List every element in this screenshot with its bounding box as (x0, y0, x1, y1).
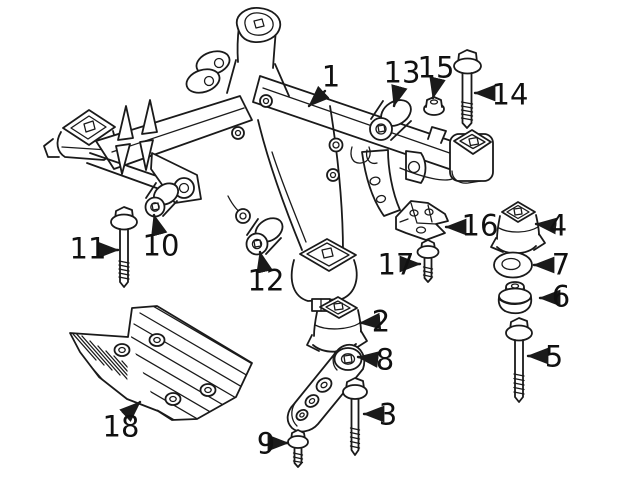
part-14-bolt (453, 49, 482, 129)
callout-label-3: 3 (378, 397, 398, 432)
part-4-bushing (490, 201, 546, 255)
callout-label-1: 1 (321, 59, 341, 94)
callout-label-14: 14 (491, 77, 529, 112)
part-10-bushing (144, 182, 180, 218)
part-3-bolt (342, 377, 368, 456)
part-8-bracket-arm (286, 343, 366, 433)
part-2-bushing (306, 296, 368, 353)
callout-label-11: 11 (69, 231, 107, 266)
callout-arrow-15 (429, 76, 446, 100)
callout-label-4: 4 (548, 208, 568, 243)
part-6-insulator (497, 281, 533, 315)
callout-arrow-18 (119, 400, 142, 422)
part-5-bolt (505, 317, 533, 403)
part-17-bolt (416, 239, 440, 283)
callout-label-9: 9 (256, 426, 276, 461)
part-18-skid-plate (69, 305, 253, 421)
part-12-bushing (245, 217, 284, 256)
callout-arrow-13 (391, 84, 408, 108)
callout-label-13: 13 (383, 55, 421, 90)
part-1-crossmember (43, 7, 494, 312)
callout-arrow-2 (358, 312, 382, 330)
callout-arrow-12 (256, 250, 273, 274)
callout-arrow-10 (151, 213, 168, 237)
callout-label-15: 15 (417, 50, 455, 85)
callout-label-10: 10 (142, 228, 180, 263)
callout-label-6: 6 (551, 279, 571, 314)
callout-label-18: 18 (102, 409, 140, 444)
callout-label-2: 2 (371, 304, 391, 339)
part-15-nut (423, 96, 445, 116)
part-9-bolt (287, 429, 309, 468)
part-16-bracket (395, 200, 449, 241)
part-11-bolt (110, 206, 138, 288)
callout-arrow-1 (307, 85, 330, 108)
callout-label-16: 16 (461, 208, 499, 243)
part-7-washer (493, 251, 533, 279)
callout-label-8: 8 (375, 342, 395, 377)
callout-arrows (97, 76, 561, 452)
callout-label-12: 12 (247, 263, 285, 298)
callout-arrow-8 (356, 351, 380, 368)
callout-label-5: 5 (544, 339, 564, 374)
callout-label-7: 7 (551, 247, 571, 282)
callout-label-17: 17 (377, 247, 415, 282)
callout-arrow-4 (534, 217, 558, 235)
